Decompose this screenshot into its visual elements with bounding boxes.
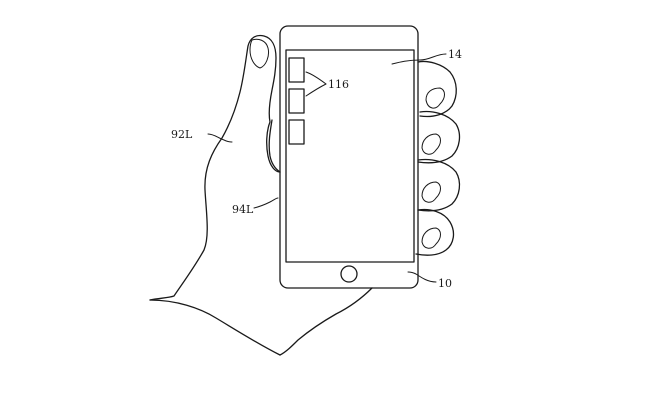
- phone-device: [279, 25, 419, 289]
- finger-nail-4: [421, 227, 441, 249]
- finger-3: [417, 158, 461, 212]
- wrist-lower: [149, 299, 281, 356]
- thumb-nail: [249, 38, 269, 69]
- label-92L: 92L: [171, 128, 193, 141]
- finger-nail-2: [421, 133, 441, 155]
- phone-screen: [285, 49, 415, 263]
- leader-14: [391, 53, 447, 65]
- label-94L: 94L: [232, 203, 254, 216]
- finger-1: [417, 60, 457, 118]
- phone-body: [279, 25, 419, 289]
- leader-94L: [253, 197, 279, 209]
- leader-lines: [207, 53, 447, 283]
- hand-outline: [149, 34, 281, 301]
- leader-10: [407, 271, 437, 283]
- reference-labels: 116 14 92L 94L 10: [171, 48, 462, 290]
- finger-nail-3: [421, 181, 441, 203]
- label-116: 116: [328, 78, 349, 91]
- app-icon-3: [288, 119, 305, 145]
- leader-116-b: [305, 83, 327, 97]
- label-14: 14: [448, 48, 462, 61]
- finger-2: [417, 110, 461, 164]
- fingers: [415, 60, 461, 256]
- app-icon-2: [288, 88, 305, 114]
- palm-edge: [268, 119, 281, 173]
- app-icon-1: [288, 57, 305, 83]
- finger-4: [415, 208, 455, 256]
- palm-lower: [279, 287, 373, 356]
- hand: [149, 34, 373, 356]
- leader-116-a: [305, 71, 327, 85]
- label-10: 10: [438, 277, 452, 290]
- finger-nail-1: [425, 87, 445, 109]
- home-button: [340, 265, 358, 283]
- leader-92L: [207, 133, 233, 143]
